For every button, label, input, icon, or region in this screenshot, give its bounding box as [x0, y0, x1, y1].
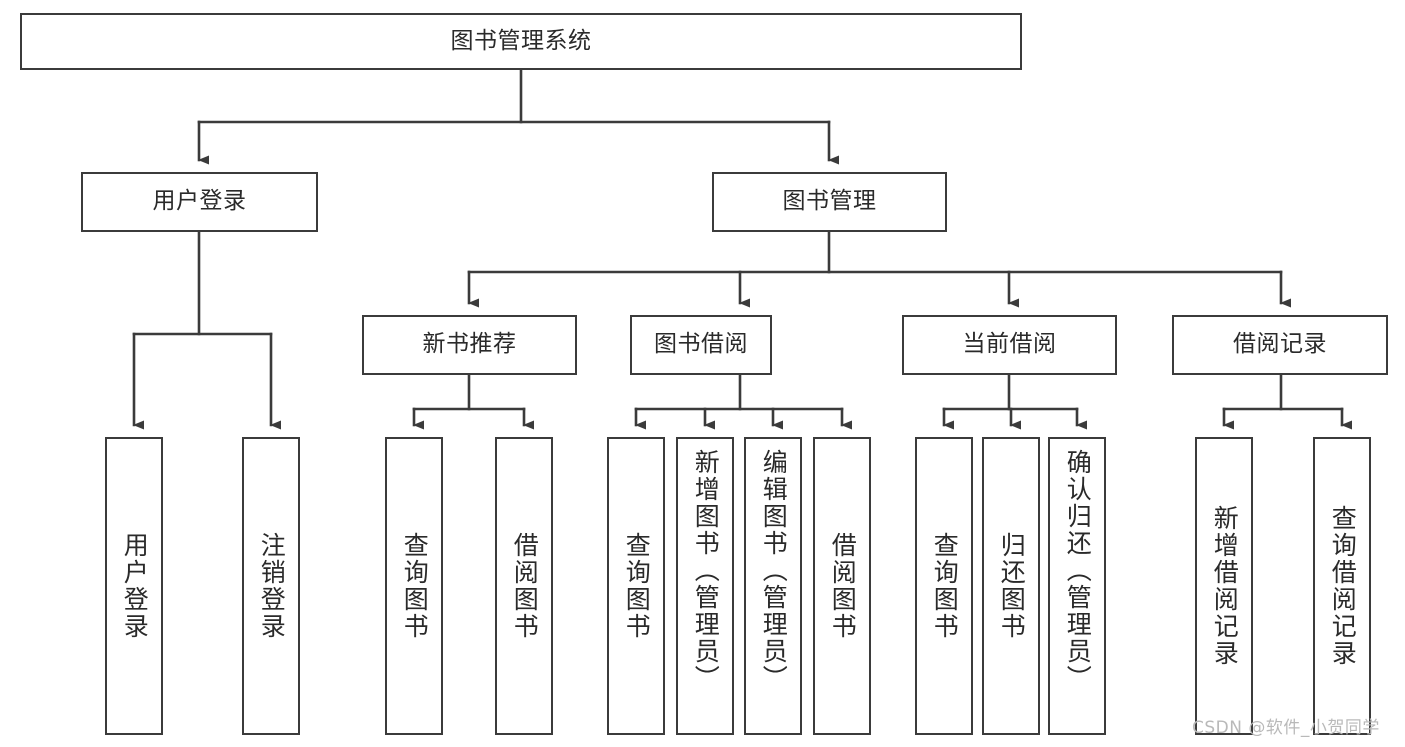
node-leaf-add-record[interactable]: 新增借阅记录 — [1195, 437, 1253, 735]
csdn-watermark: CSDN @软件_小贺同学 — [1192, 718, 1380, 738]
node-label-leaf-borrow-book-2: 借阅图书 — [828, 532, 858, 640]
node-label-current-borrow: 当前借阅 — [962, 331, 1057, 358]
node-leaf-query-book-1[interactable]: 查询图书 — [385, 437, 443, 735]
node-leaf-confirm-return[interactable]: 确认归还（管理员） — [1048, 437, 1106, 735]
node-label-user-login: 用户登录 — [152, 188, 247, 215]
node-label-leaf-logout-login: 注销登录 — [257, 532, 287, 640]
node-leaf-query-record[interactable]: 查询借阅记录 — [1313, 437, 1371, 735]
node-leaf-query-book-3[interactable]: 查询图书 — [915, 437, 973, 735]
node-leaf-add-book[interactable]: 新增图书（管理员） — [676, 437, 734, 735]
node-label-leaf-confirm-return: 确认归还（管理员） — [1063, 449, 1093, 692]
node-leaf-borrow-book-1[interactable]: 借阅图书 — [495, 437, 553, 735]
node-label-leaf-query-book-2: 查询图书 — [622, 532, 652, 640]
node-label-book-management: 图书管理 — [782, 188, 877, 215]
node-root-system[interactable]: 图书管理系统 — [20, 13, 1022, 70]
node-label-borrow-record: 借阅记录 — [1233, 331, 1327, 358]
node-label-leaf-add-record: 新增借阅记录 — [1210, 505, 1240, 667]
node-leaf-return-book[interactable]: 归还图书 — [982, 437, 1040, 735]
node-label-leaf-query-book-3: 查询图书 — [930, 532, 960, 640]
node-new-book-recommend[interactable]: 新书推荐 — [362, 315, 577, 375]
node-borrow-record[interactable]: 借阅记录 — [1172, 315, 1388, 375]
node-book-borrow[interactable]: 图书借阅 — [630, 315, 772, 375]
node-label-leaf-user-login: 用户登录 — [120, 532, 150, 640]
node-leaf-logout-login[interactable]: 注销登录 — [242, 437, 300, 735]
node-leaf-borrow-book-2[interactable]: 借阅图书 — [813, 437, 871, 735]
node-current-borrow[interactable]: 当前借阅 — [902, 315, 1117, 375]
node-label-leaf-borrow-book-1: 借阅图书 — [510, 532, 540, 640]
node-leaf-user-login[interactable]: 用户登录 — [105, 437, 163, 735]
node-label-new-book-recommend: 新书推荐 — [422, 331, 517, 358]
node-book-management[interactable]: 图书管理 — [712, 172, 947, 232]
node-leaf-edit-book[interactable]: 编辑图书（管理员） — [744, 437, 802, 735]
node-label-leaf-edit-book: 编辑图书（管理员） — [759, 449, 789, 692]
node-label-leaf-return-book: 归还图书 — [997, 532, 1027, 640]
node-label-leaf-query-record: 查询借阅记录 — [1328, 505, 1358, 667]
node-label-leaf-query-book-1: 查询图书 — [400, 532, 430, 640]
node-leaf-query-book-2[interactable]: 查询图书 — [607, 437, 665, 735]
node-user-login[interactable]: 用户登录 — [81, 172, 318, 232]
node-label-leaf-add-book: 新增图书（管理员） — [691, 449, 721, 692]
node-label-root: 图书管理系统 — [450, 27, 592, 54]
node-label-book-borrow: 图书借阅 — [654, 331, 748, 358]
